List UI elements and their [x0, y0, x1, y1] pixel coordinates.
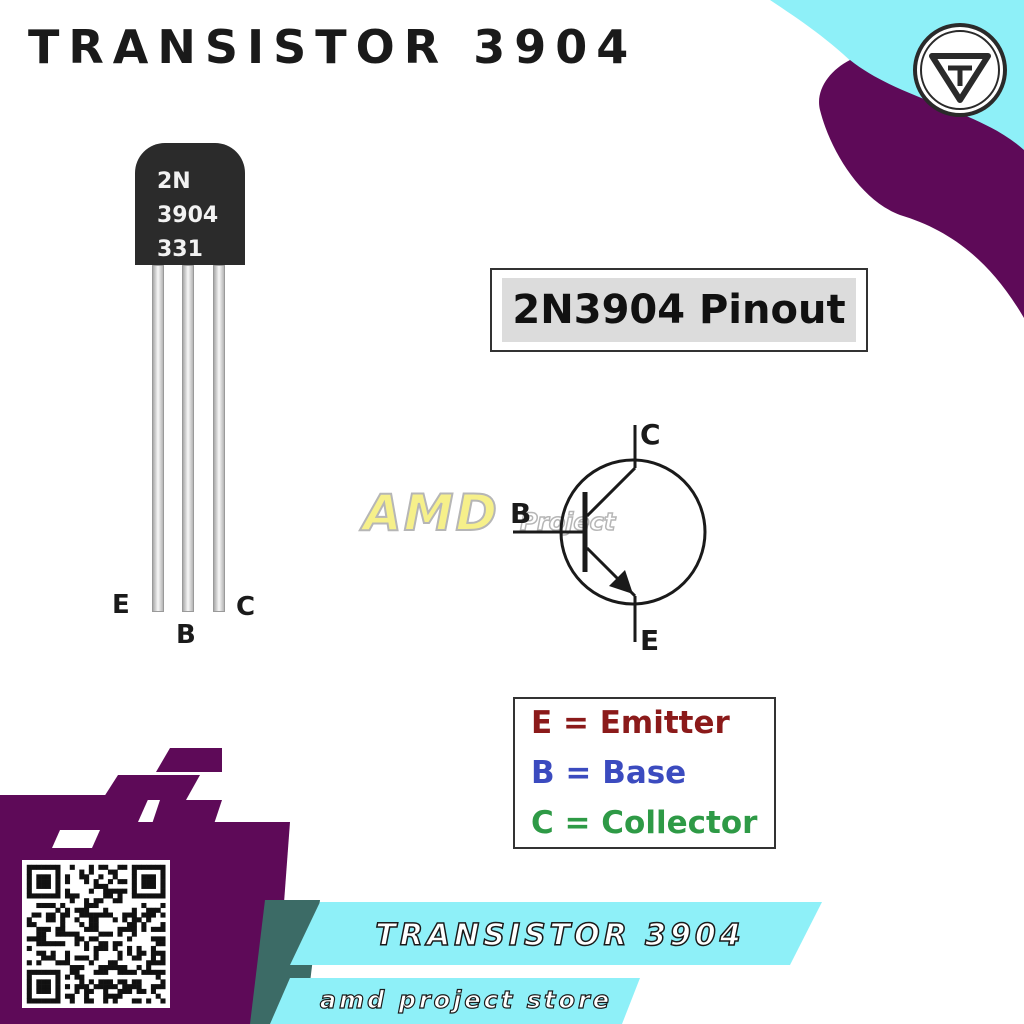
product-banner: TRANSISTOR 3904 — [375, 917, 745, 954]
base-leg — [182, 265, 194, 612]
pin-legend: E = Emitter B = Base C = Collector — [513, 697, 776, 849]
page-title: TRANSISTOR 3904 — [28, 20, 638, 74]
legend-collector: C = Collector — [531, 805, 758, 841]
watermark-main: AMD — [359, 484, 499, 542]
symbol-label-base: B — [510, 497, 531, 530]
emitter-leg — [152, 265, 164, 612]
transistor-symbol: C B E — [510, 420, 707, 657]
legend-emitter: E = Emitter — [531, 705, 730, 741]
marking-line-3: 331 — [157, 237, 203, 262]
qr-code — [22, 860, 170, 1008]
symbol-label-emitter: E — [640, 624, 659, 657]
symbol-label-collector: C — [640, 420, 661, 451]
store-banner: amd project store — [319, 985, 613, 1014]
collector-leg — [213, 265, 225, 612]
leg-label-collector: C — [236, 592, 256, 622]
leg-label-emitter: E — [112, 590, 130, 620]
pinout-title-box: 2N3904 Pinout — [490, 268, 868, 352]
legend-base: B = Base — [531, 755, 687, 791]
marking-line-2: 3904 — [157, 203, 219, 228]
brand-logo-icon — [913, 23, 1007, 117]
transistor-package: 2N 3904 331 — [135, 143, 245, 265]
watermark: AMD Project — [358, 483, 618, 543]
leg-label-base: B — [176, 620, 196, 650]
marking-line-1: 2N — [157, 169, 191, 194]
pinout-title: 2N3904 Pinout — [512, 287, 846, 333]
